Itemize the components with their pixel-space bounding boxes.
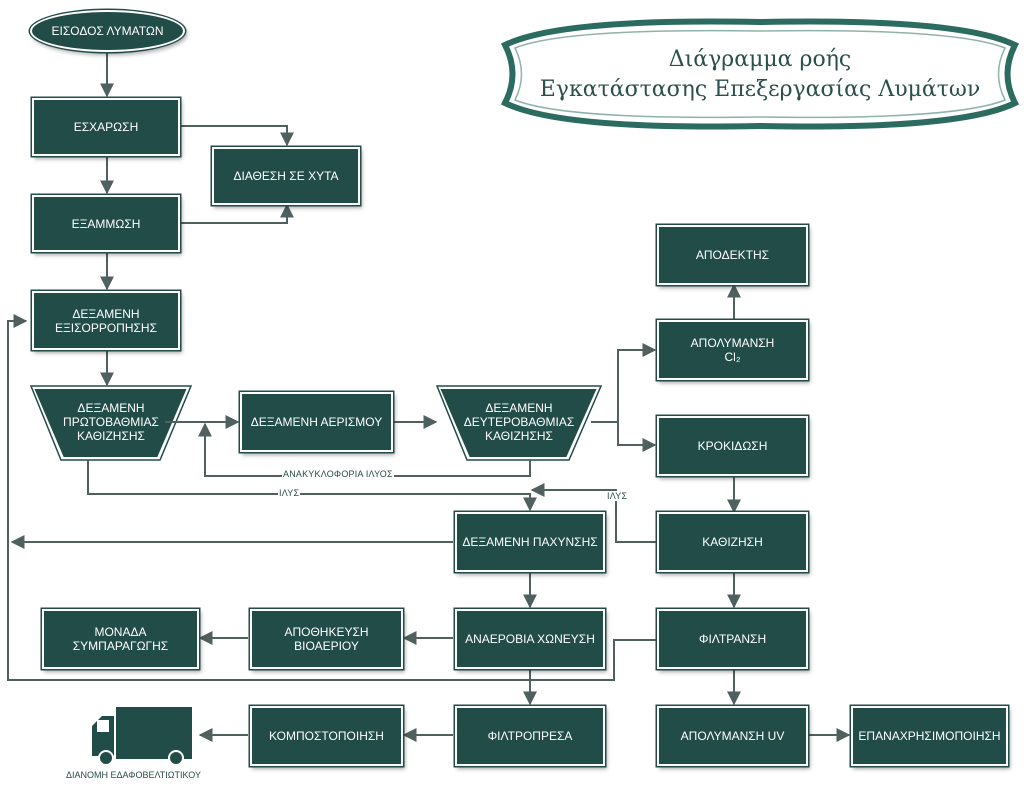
node-secondary-clarifier: ΔΕΞΑΜΕΝΗ ΔΕΥΤΕΡΟΒΑΘΜΙΑΣ ΚΑΘΙΖΗΣΗΣ (463, 401, 575, 443)
title-line-1: Διάγραμμα ροής (668, 47, 852, 72)
node-anaerobic-digestion: ΑΝΑΕΡΟΒΙΑ ΧΩΝΕΥΣΗ (455, 609, 605, 669)
node-receiver: ΑΠΟΔΕΚΤΗΣ (657, 225, 808, 285)
node-chlorination: ΑΠΟΛΥΜΑΝΣΗ Cl₂ (657, 320, 808, 380)
label-distribution: ΔΙΑΝΟΜΗ ΕΔΑΦΟΒΕΛΤΙΩΤΙΚΟΥ (66, 770, 201, 780)
node-landfill: ΔΙΑΘΕΣΗ ΣΕ ΧΥΤΑ (212, 147, 360, 205)
node-equalization: ΔΕΞΑΜΕΝΗ ΕΞΙΣΟΡΡΟΠΗΣΗΣ (32, 291, 180, 350)
node-primary-clarifier: ΔΕΞΑΜΕΝΗ ΠΡΩΤΟΒΑΘΜΙΑΣ ΚΑΘΙΖΗΣΗΣ (63, 401, 159, 443)
node-cogeneration: ΜΟΝΑΔΑ ΣΥΜΠΑΡΑΓΩΓΗΣ (42, 609, 199, 669)
label-sludge-settling: ΙΛΥΣ (606, 491, 629, 501)
node-filter-press: ΦΙΛΤΡΟΠΡΕΣΑ (455, 706, 605, 766)
diagram-title: Διάγραμμα ροής Εγκατάστασης Επεξεργασίας… (520, 30, 1000, 120)
node-settling: ΚΑΘΙΖΗΣΗ (657, 512, 808, 572)
title-banner (500, 18, 1020, 130)
secondary-clarifier-shape (437, 387, 600, 459)
node-flocculation: ΚΡΟΚΙΔΩΣΗ (657, 416, 808, 476)
node-composting: ΚΟΜΠΟΣΤΟΠΟΙΗΣΗ (250, 706, 403, 766)
delivery-truck-icon (92, 707, 192, 766)
title-line-2: Εγκατάστασης Επεξεργασίας Λυμάτων (539, 77, 981, 102)
node-screening: ΕΣΧΑΡΩΣΗ (32, 98, 180, 156)
node-biogas-storage: ΑΠΟΘΗΚΕΥΣΗ ΒΙΟΑΕΡΙΟΥ (250, 609, 403, 669)
label-sludge-primary: ΙΛΥΣ (278, 488, 301, 498)
node-filtration: ΦΙΛΤΡΑΝΣΗ (657, 609, 808, 669)
node-thickening: ΔΕΞΑΜΕΝΗ ΠΑΧΥΝΣΗΣ (455, 512, 605, 572)
node-grit-removal: ΕΞΑΜΜΩΣΗ (32, 195, 180, 252)
node-uv-disinfection: ΑΠΟΛΥΜΑΝΣΗ UV (657, 706, 808, 766)
node-reuse: ΕΠΑΝΑΧΡΗΣΙΜΟΠΟΙΗΣΗ (851, 706, 1008, 766)
node-inlet: ΕΙΣΟΔΟΣ ΛΥΜΑΤΩΝ (30, 10, 185, 52)
label-sludge-recirculation: ΑΝΑΚΥΚΛΟΦΟΡΙΑ ΙΛΥΟΣ (282, 469, 394, 479)
primary-clarifier-shape (31, 387, 190, 459)
node-aeration: ΔΕΞΑΜΕΝΗ ΑΕΡΙΣΜΟΥ (240, 392, 393, 452)
